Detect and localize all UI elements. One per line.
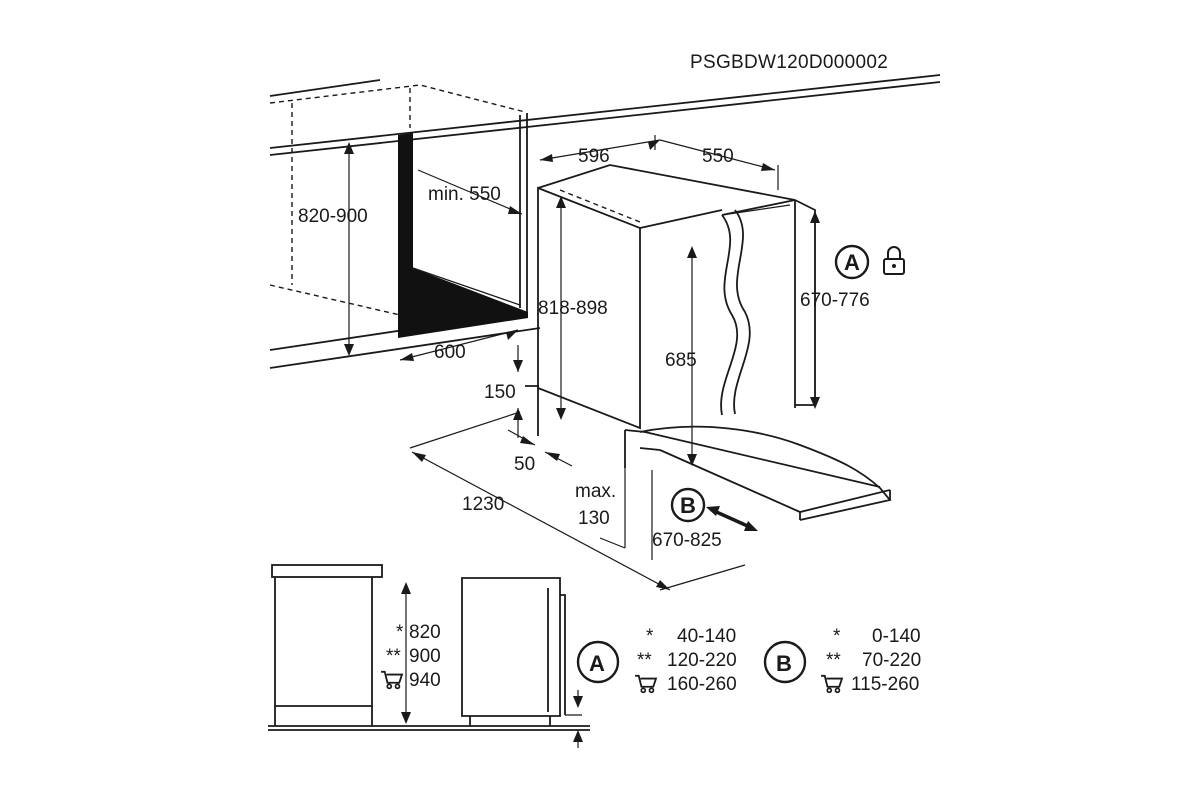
table-a-row-2-value: 120-220 bbox=[667, 650, 737, 671]
dim-150: 150 bbox=[484, 345, 539, 438]
niche bbox=[398, 113, 528, 338]
dim-150-label: 150 bbox=[484, 382, 516, 403]
table-b-row-1-value: 0-140 bbox=[872, 626, 921, 647]
dim-670-825: 670-825 bbox=[651, 470, 758, 560]
dim-820-900: 820-900 bbox=[298, 142, 368, 356]
side-height-1-value: 820 bbox=[409, 622, 441, 643]
cart-icon bbox=[820, 674, 843, 694]
table-a-row-1-mark: * bbox=[646, 626, 654, 647]
worktop bbox=[269, 74, 941, 285]
table-a-row-2-mark: ** bbox=[637, 650, 652, 671]
side-height-2-mark: ** bbox=[386, 646, 401, 667]
dim-818-898-label: 818-898 bbox=[538, 298, 608, 319]
dim-50-label: 50 bbox=[514, 454, 535, 475]
dim-670-776-label: 670-776 bbox=[800, 290, 870, 311]
dim-818-898: 818-898 bbox=[538, 196, 608, 420]
dim-1230: 1230 bbox=[409, 411, 746, 591]
table-a: A * 40-140 ** 120-220 160-260 bbox=[576, 626, 737, 695]
dim-600: 600 bbox=[399, 329, 519, 363]
dim-596: 596 bbox=[539, 139, 661, 167]
table-a-row-3-value: 160-260 bbox=[667, 674, 737, 695]
cart-icon bbox=[380, 670, 403, 690]
table-b-row-3-value: 115-260 bbox=[851, 674, 919, 695]
table-a-row-1-value: 40-140 bbox=[677, 626, 736, 647]
model-code: PSGBDW120D000002 bbox=[690, 52, 888, 73]
dim-685-label: 685 bbox=[665, 350, 697, 371]
main-installation-view: 820-900 min. 550 600 bbox=[269, 74, 941, 591]
dim-596-label: 596 bbox=[578, 146, 610, 167]
table-a-letter: A bbox=[589, 651, 605, 676]
dim-820-900-label: 820-900 bbox=[298, 206, 368, 227]
marker-a-top: A bbox=[834, 244, 870, 280]
side-height-3-value: 940 bbox=[409, 670, 441, 691]
dim-min-550-label: min. 550 bbox=[428, 184, 501, 205]
table-b-row-1-mark: * bbox=[833, 626, 841, 647]
table-b-row-2-mark: ** bbox=[826, 650, 841, 671]
side-height-2-value: 900 bbox=[409, 646, 441, 667]
marker-b-main: B bbox=[670, 487, 706, 523]
table-b-row-2-value: 70-220 bbox=[862, 650, 921, 671]
cart-icon bbox=[634, 674, 657, 694]
dim-670-825-label: 670-825 bbox=[652, 530, 722, 551]
lock-icon bbox=[883, 246, 905, 275]
table-b-letter: B bbox=[776, 651, 792, 676]
dim-670-776: 670-776 bbox=[800, 211, 870, 409]
dim-600-label: 600 bbox=[434, 342, 466, 363]
dim-550-label: 550 bbox=[702, 146, 734, 167]
dim-550: 550 bbox=[654, 135, 779, 190]
dim-50: 50 bbox=[507, 429, 573, 475]
dim-685: 685 bbox=[665, 246, 697, 466]
table-b: B * 0-140 ** 70-220 115-260 bbox=[763, 626, 921, 695]
dim-max-value: 130 bbox=[578, 508, 610, 529]
side-height-1-mark: * bbox=[396, 622, 404, 643]
marker-b-main-letter: B bbox=[680, 493, 696, 518]
side-heights-list: * 820 ** 900 940 bbox=[380, 622, 441, 691]
side-view bbox=[268, 564, 590, 748]
dim-max-130: max. 130 bbox=[575, 468, 626, 549]
dishwasher-body bbox=[537, 164, 892, 521]
marker-a-top-letter: A bbox=[844, 250, 860, 275]
dim-max-label: max. bbox=[575, 481, 616, 502]
dim-1230-label: 1230 bbox=[462, 494, 504, 515]
dim-min-550: min. 550 bbox=[417, 169, 523, 215]
